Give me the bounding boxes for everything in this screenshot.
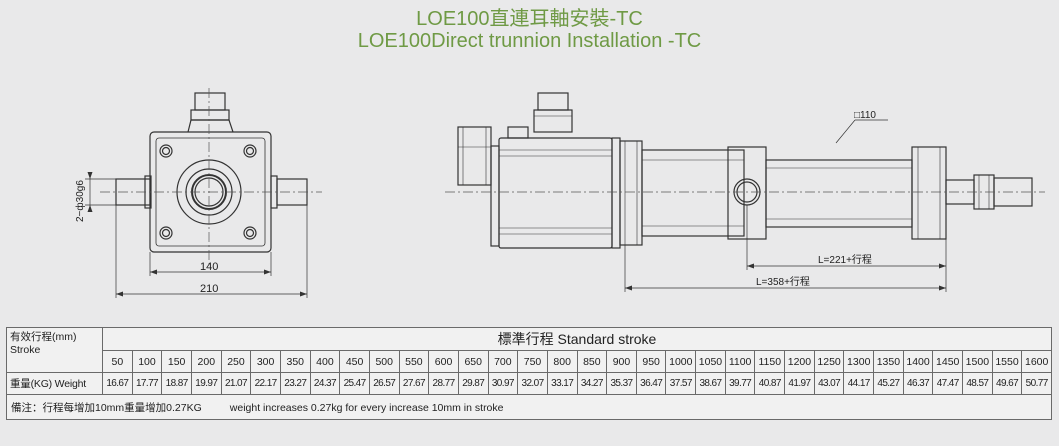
stroke-value-cell: 50	[102, 350, 133, 373]
weight-value-cell: 39.77	[724, 372, 756, 395]
stroke-value-cell: 1350	[873, 350, 904, 373]
stroke-value-cell: 600	[428, 350, 459, 373]
dim-210-label: 210	[200, 283, 218, 295]
stroke-value-cell: 100	[131, 350, 163, 373]
weight-value-cell: 44.17	[843, 372, 875, 395]
weight-value-cell: 40.87	[754, 372, 786, 395]
stroke-header-en: Stroke	[10, 344, 41, 356]
stroke-value-cell: 1150	[754, 350, 786, 373]
weight-value-cell: 32.07	[517, 372, 548, 395]
stroke-value-cell: 900	[606, 350, 637, 373]
note-cn: 備注：行程每增加10mm重量增加0.27KG	[11, 401, 202, 414]
stroke-value-cell: 750	[517, 350, 548, 373]
stroke-value-cell: 1400	[902, 350, 934, 373]
stroke-value-cell: 150	[161, 350, 192, 373]
dim-shaft-label: 2−ф30g6	[74, 180, 86, 222]
dim-l1-label: L=221+行程	[818, 253, 872, 266]
weight-value-cell: 50.77	[1021, 372, 1052, 395]
weight-value-cell: 41.97	[784, 372, 815, 395]
stroke-value-cell: 1250	[813, 350, 845, 373]
weight-value-cell: 30.97	[487, 372, 519, 395]
weight-value-cell: 24.37	[309, 372, 341, 395]
weight-value-cell: 17.77	[131, 372, 163, 395]
weight-value-cell: 19.97	[190, 372, 222, 395]
stroke-value-cell: 350	[279, 350, 311, 373]
dim-140-label: 140	[200, 261, 218, 273]
stroke-value-cell: 800	[546, 350, 578, 373]
weight-value-cell: 23.27	[279, 372, 311, 395]
stroke-value-cell: 1450	[932, 350, 964, 373]
stroke-value-cell: 400	[309, 350, 341, 373]
title-block: LOE100直連耳軸安裝-TC LOE100Direct trunnion In…	[0, 8, 1059, 52]
stroke-value-cell: 500	[368, 350, 400, 373]
stroke-value-cell: 250	[220, 350, 252, 373]
stroke-header-cn: 有效行程(mm)	[10, 331, 77, 343]
stroke-value-cell: 450	[339, 350, 370, 373]
title-chinese: LOE100直連耳軸安裝-TC	[416, 8, 643, 30]
stroke-value-cell: 1050	[695, 350, 726, 373]
stroke-value-cell: 700	[487, 350, 519, 373]
dim-l2-label: L=358+行程	[756, 275, 810, 288]
front-view	[115, 92, 308, 253]
side-view	[457, 92, 1033, 249]
weight-value-cell: 43.07	[813, 372, 845, 395]
weight-value-cell: 38.67	[695, 372, 726, 395]
weight-value-cell: 37.57	[665, 372, 697, 395]
stroke-value-cell: 1000	[665, 350, 697, 373]
dim-square-label: □110	[854, 110, 876, 121]
weight-value-cell: 25.47	[339, 372, 370, 395]
weight-value-cell: 27.67	[398, 372, 430, 395]
weight-value-cell: 28.77	[428, 372, 459, 395]
note-cell: 備注：行程每增加10mm重量增加0.27KG weight increases 0…	[6, 394, 1052, 420]
title-english: LOE100Direct trunnion Installation -TC	[357, 30, 702, 52]
weight-value-cell: 48.57	[962, 372, 993, 395]
weight-value-cell: 45.27	[873, 372, 904, 395]
stroke-value-cell: 550	[398, 350, 430, 373]
weight-value-cell: 22.17	[250, 372, 281, 395]
stroke-value-cell: 300	[250, 350, 281, 373]
stroke-value-cell: 1600	[1021, 350, 1052, 373]
stroke-value-cell: 1200	[784, 350, 815, 373]
weight-value-cell: 35.37	[606, 372, 637, 395]
stroke-value-cell: 1500	[962, 350, 993, 373]
weight-value-cell: 29.87	[457, 372, 489, 395]
stroke-value-cell: 200	[190, 350, 222, 373]
stroke-value-cell: 1300	[843, 350, 875, 373]
weight-value-cell: 36.47	[635, 372, 667, 395]
weight-value-cell: 47.47	[932, 372, 964, 395]
stroke-value-cell: 1100	[724, 350, 756, 373]
stroke-value-cell: 850	[576, 350, 608, 373]
stroke-value-cell: 650	[457, 350, 489, 373]
weight-value-cell: 33.17	[546, 372, 578, 395]
technical-drawing: 140 210 2−ф30g6	[74, 88, 1045, 298]
weight-value-cell: 49.67	[991, 372, 1023, 395]
weight-value-cell: 46.37	[902, 372, 934, 395]
weight-value-cell: 18.87	[161, 372, 192, 395]
weight-label: 重量(KG) Weight	[6, 372, 103, 395]
weight-value-cell: 16.67	[102, 372, 133, 395]
weight-value-cell: 26.57	[368, 372, 400, 395]
weight-value-cell: 21.07	[220, 372, 252, 395]
stroke-value-cell: 1550	[991, 350, 1023, 373]
weight-value-cell: 34.27	[576, 372, 608, 395]
note-en: weight increases 0.27kg for every increa…	[229, 401, 504, 414]
stroke-header-cell: 有效行程(mm) Stroke	[6, 327, 103, 373]
stroke-value-cell: 950	[635, 350, 667, 373]
standard-stroke-title: 標準行程 Standard stroke	[102, 327, 1052, 351]
